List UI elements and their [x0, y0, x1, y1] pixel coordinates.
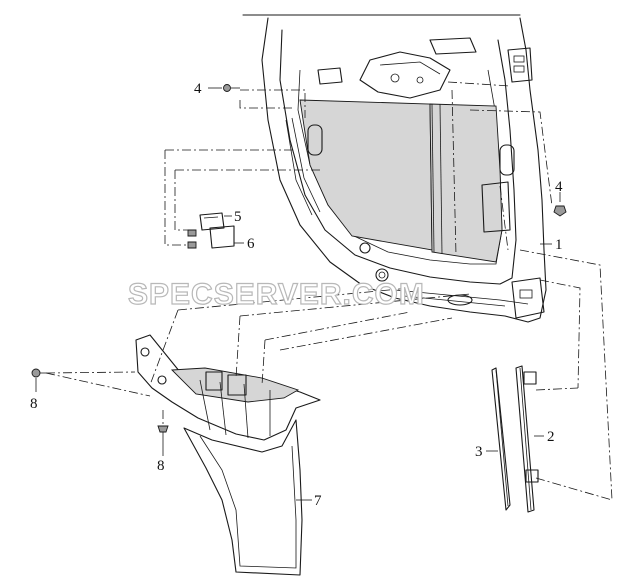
callout-leaders	[35, 87, 561, 501]
callout-4-right: 4	[555, 179, 563, 195]
callout-4-upper: 4	[194, 81, 202, 97]
callout-5: 5	[234, 209, 242, 225]
door-frame-assembly	[242, 14, 547, 323]
bolt-8-lower	[157, 425, 169, 442]
assembly-centerlines	[45, 81, 613, 501]
callout-7: 7	[314, 493, 322, 509]
callout-1: 1	[555, 237, 563, 253]
clip-part-5	[199, 212, 225, 231]
seal-strip-2	[515, 365, 539, 513]
callout-labels: 4 4 1 5 6 7 2 3 8 8	[30, 81, 563, 509]
bolt-4-right	[553, 205, 567, 217]
mudguard-assembly	[135, 334, 321, 576]
callout-8-lower: 8	[157, 458, 165, 474]
callout-6: 6	[247, 236, 255, 252]
seal-strip-3	[491, 367, 511, 511]
bolt-8-left	[31, 368, 46, 378]
callout-2: 2	[547, 429, 555, 445]
clip-part-6	[187, 225, 235, 249]
callout-8-left: 8	[30, 396, 38, 412]
watermark-text: SPECSERVER.COM	[128, 278, 425, 311]
bolt-4-upper	[223, 84, 240, 92]
callout-3: 3	[475, 444, 483, 460]
